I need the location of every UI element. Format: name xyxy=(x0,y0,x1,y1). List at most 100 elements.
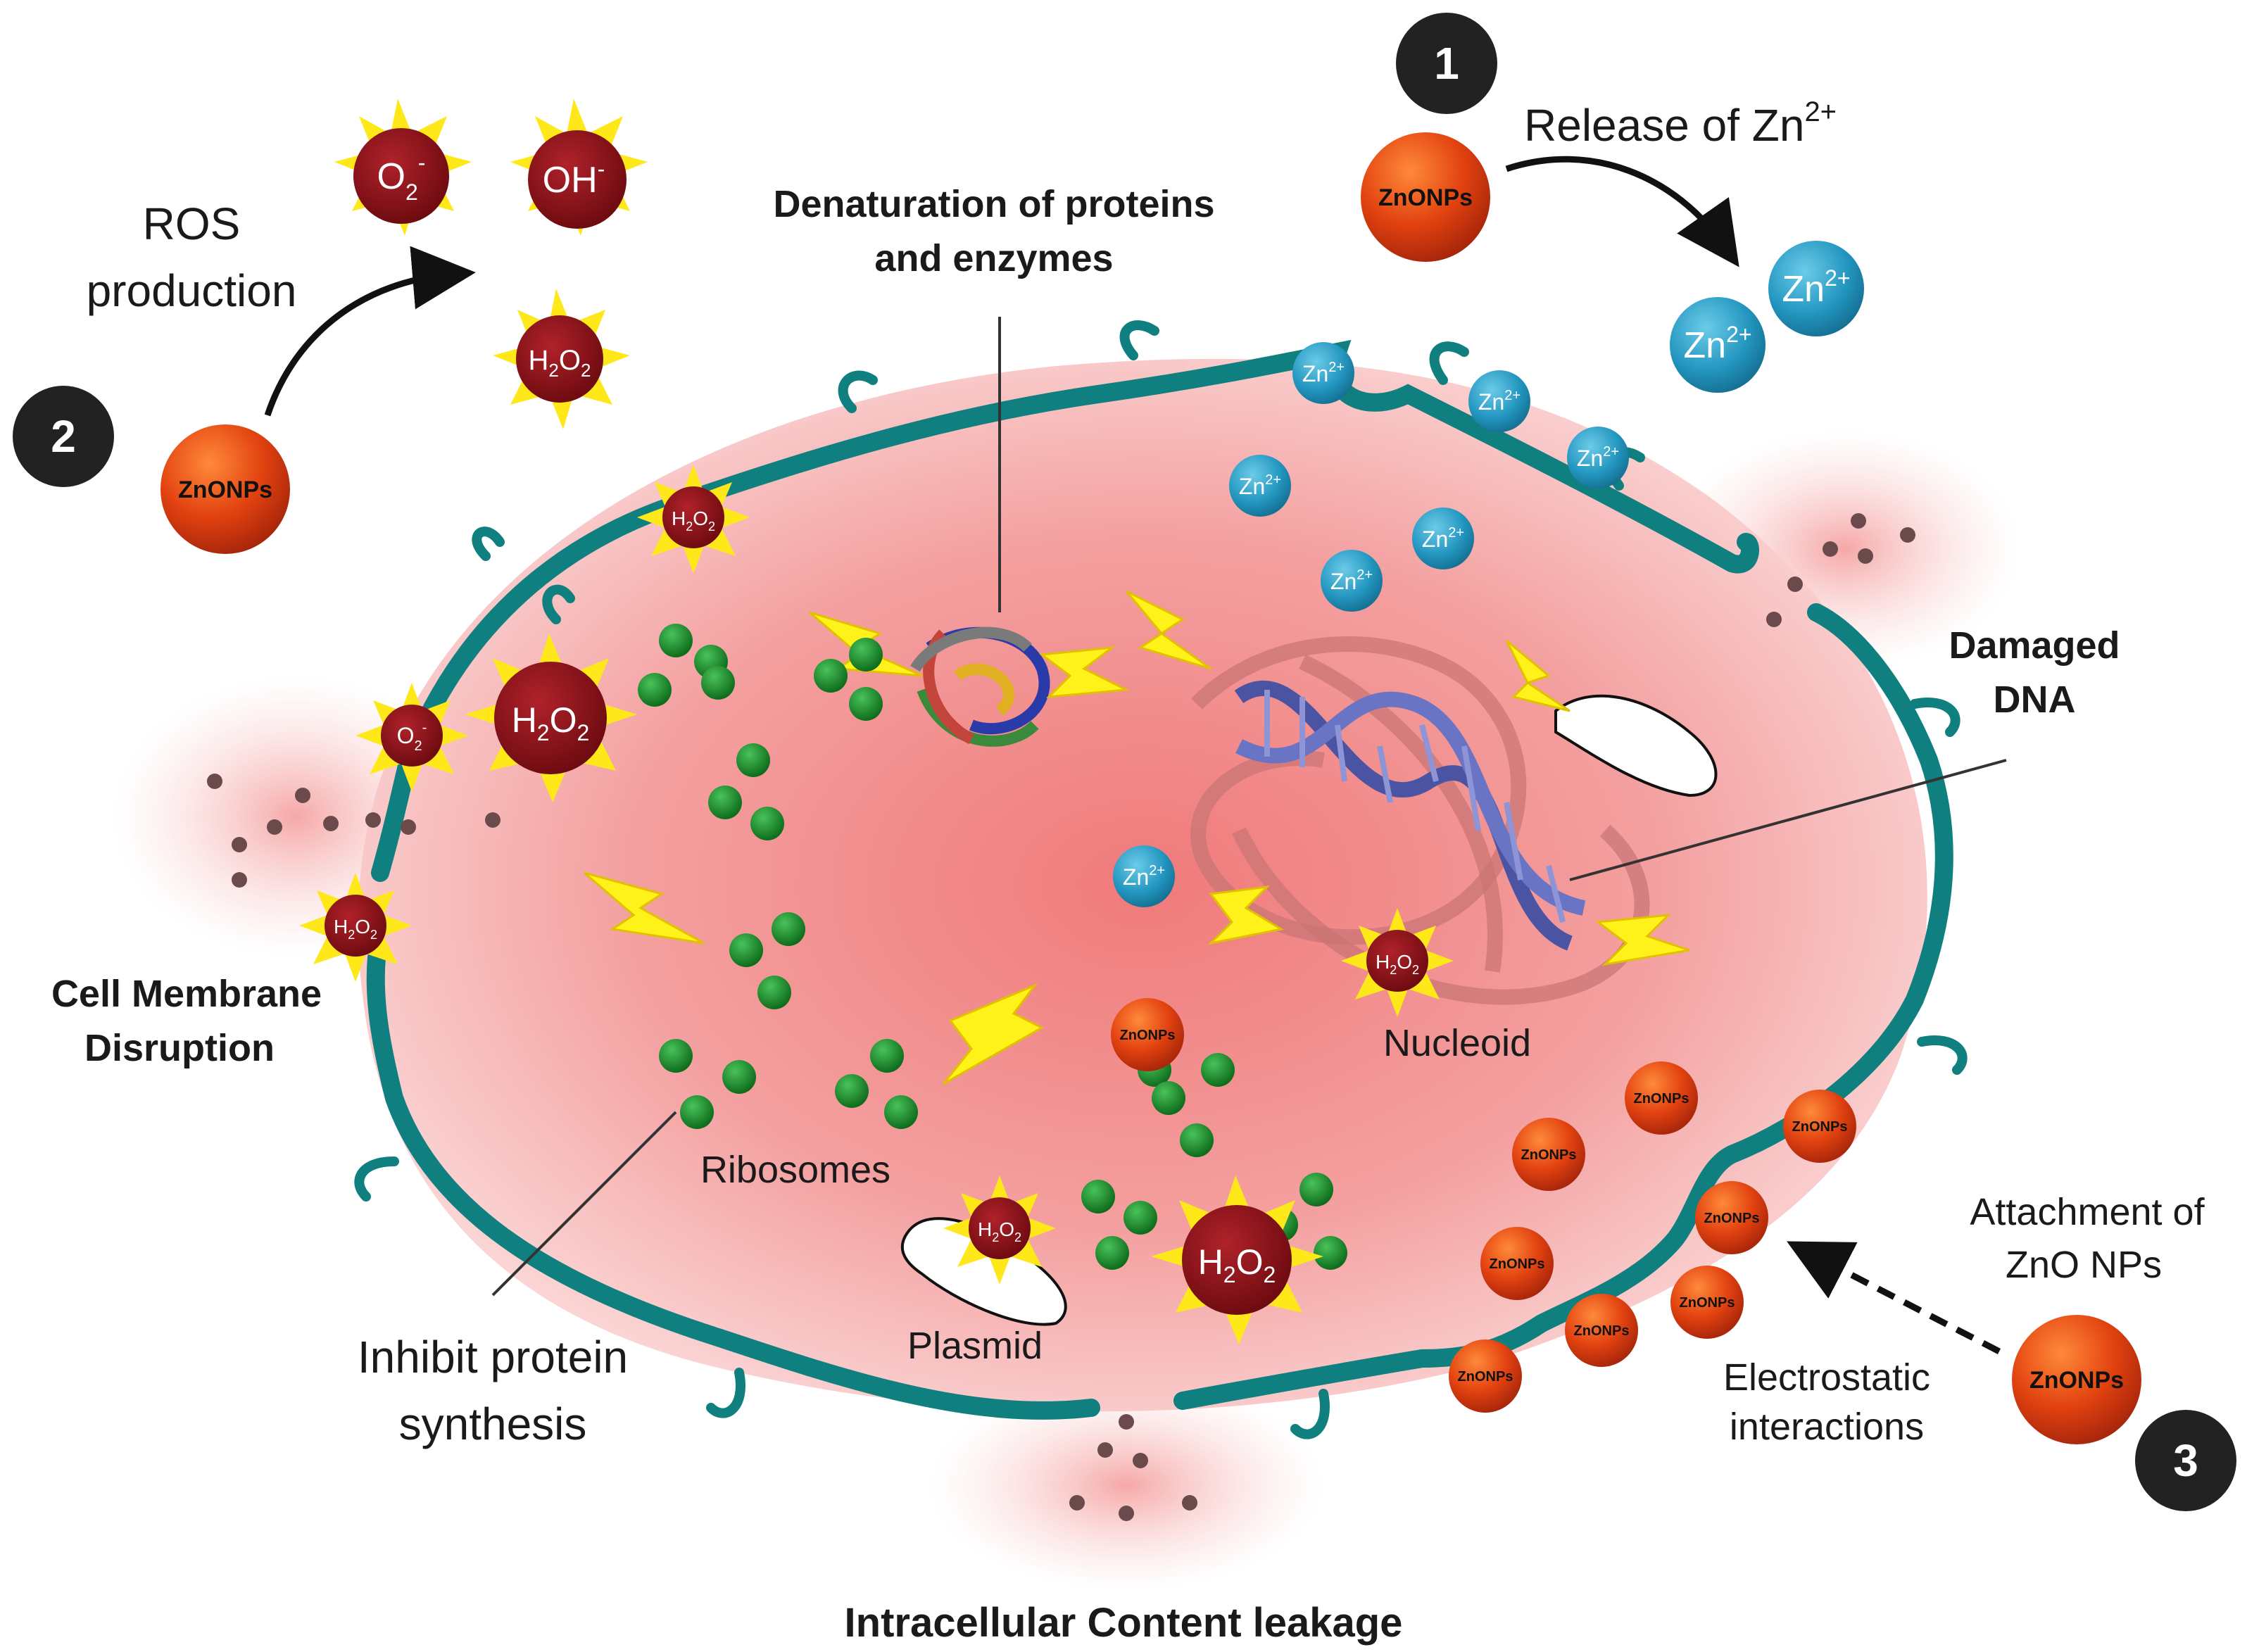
nucleoid-tangle xyxy=(1190,636,1650,1005)
svg-text:Zn2+: Zn2+ xyxy=(1683,322,1751,366)
svg-text:1: 1 xyxy=(1434,38,1459,89)
zinc-ion: Zn2+ xyxy=(1113,845,1175,907)
zinc-ion: Zn2+ xyxy=(1567,427,1629,488)
leakage-cloud-bottom xyxy=(929,1380,1323,1591)
svg-text:Zn2+: Zn2+ xyxy=(1330,567,1373,594)
dna-double-helix xyxy=(1234,681,1586,951)
step-badge-1: 1 xyxy=(1396,13,1497,114)
denaturation-label-line2: and enzymes xyxy=(874,237,1113,279)
release-zn-label: Release of Zn2+ xyxy=(1524,96,1837,151)
svg-text:ZnONPs: ZnONPs xyxy=(1521,1147,1577,1163)
zno-nanoparticle: ZnONPs xyxy=(1565,1294,1638,1367)
hydrogen-peroxide: H2O2 xyxy=(299,873,412,982)
hydrogen-peroxide: H2O2 xyxy=(637,465,750,574)
hydrogen-peroxide: H2O2 xyxy=(493,289,630,429)
ros-production-label-line2: production xyxy=(87,265,297,316)
zinc-ion: Zn2+ xyxy=(1768,241,1864,336)
svg-text:ZnONPs: ZnONPs xyxy=(1458,1369,1513,1385)
svg-text:H2O2: H2O2 xyxy=(672,507,715,534)
svg-text:2: 2 xyxy=(51,411,76,462)
svg-text:H2O2: H2O2 xyxy=(978,1218,1021,1244)
zinc-ion: Zn2+ xyxy=(1670,297,1766,393)
attachment-label-line1: Attachment of xyxy=(1970,1191,2205,1233)
hydrogen-peroxide: H2O2 xyxy=(1341,908,1454,1017)
nucleoid-label: Nucleoid xyxy=(1383,1022,1531,1064)
denaturation-label-line1: Denaturation of proteins xyxy=(773,183,1214,225)
zno-nanoparticle: ZnONPs xyxy=(160,424,290,554)
zno-nanoparticle: ZnONPs xyxy=(1670,1266,1744,1339)
superoxide-radical: O2- xyxy=(334,99,472,236)
zno-nanoparticle: ZnONPs xyxy=(1625,1061,1698,1135)
ribosome-group xyxy=(638,624,1347,1270)
svg-text:Zn2+: Zn2+ xyxy=(1239,472,1281,499)
svg-text:H2O2: H2O2 xyxy=(1198,1242,1276,1287)
zinc-ion: Zn2+ xyxy=(1412,507,1474,569)
ros-arrow xyxy=(264,246,476,417)
attachment-label-line2: ZnO NPs xyxy=(2006,1244,2162,1286)
content-leakage-label: Intracellular Content leakage xyxy=(845,1600,1403,1646)
svg-text:Zn2+: Zn2+ xyxy=(1123,863,1165,890)
connector-lines xyxy=(491,317,2007,1297)
svg-text:O2-: O2- xyxy=(397,720,427,754)
svg-text:ZnONPs: ZnONPs xyxy=(1490,1256,1545,1272)
cell-membrane xyxy=(366,339,1953,1420)
zno-nanoparticle: ZnONPs xyxy=(1111,998,1184,1071)
svg-text:Zn2+: Zn2+ xyxy=(1422,525,1464,552)
zno-nanoparticle: ZnONPs xyxy=(2012,1315,2141,1444)
membrane-disruption-label-line2: Disruption xyxy=(84,1027,275,1069)
superoxide-radical: O2- xyxy=(355,683,468,792)
oxidative-stress-bolts xyxy=(584,590,1690,1085)
ros-production-label-line1: ROS xyxy=(143,198,241,249)
svg-text:Zn2+: Zn2+ xyxy=(1302,360,1345,386)
leaked-content-dots xyxy=(207,513,1915,1521)
membrane-disruption-label-line1: Cell Membrane xyxy=(51,973,322,1015)
ribosomes-label: Ribosomes xyxy=(700,1149,890,1191)
denatured-protein-tangle xyxy=(910,626,1050,747)
svg-text:H2O2: H2O2 xyxy=(334,916,377,942)
svg-text:H2O2: H2O2 xyxy=(1376,951,1419,977)
svg-text:Zn2+: Zn2+ xyxy=(1478,388,1521,415)
svg-text:ZnONPs: ZnONPs xyxy=(1378,184,1473,211)
zno-nanoparticle: ZnONPs xyxy=(1695,1181,1768,1254)
svg-text:ZnONPs: ZnONPs xyxy=(1634,1091,1689,1106)
zinc-ion: Zn2+ xyxy=(1229,455,1291,517)
step-badge-3: 3 xyxy=(2135,1410,2236,1511)
svg-text:ZnONPs: ZnONPs xyxy=(1120,1028,1176,1043)
svg-text:3: 3 xyxy=(2173,1435,2198,1486)
damaged-dna-label-line1: Damaged xyxy=(1949,624,2120,667)
svg-text:ZnONPs: ZnONPs xyxy=(1792,1119,1848,1135)
zno-nanoparticle: ZnONPs xyxy=(1361,132,1490,262)
step-badge-2: 2 xyxy=(13,386,114,487)
inhibit-protein-label-line2: synthesis xyxy=(399,1399,587,1449)
svg-text:O2-: O2- xyxy=(377,150,426,205)
attachment-arrow xyxy=(1787,1241,2001,1354)
zno-nanoparticle: ZnONPs xyxy=(1783,1090,1856,1163)
svg-text:ZnONPs: ZnONPs xyxy=(1574,1323,1630,1339)
zinc-ion: Zn2+ xyxy=(1292,342,1354,404)
electrostatic-label-line2: interactions xyxy=(1730,1406,1924,1448)
zno-nanoparticle: ZnONPs xyxy=(1512,1118,1585,1191)
hydrogen-peroxide: H2O2 xyxy=(943,1175,1056,1285)
svg-text:Zn2+: Zn2+ xyxy=(1577,444,1619,471)
zinc-ion: Zn2+ xyxy=(1321,550,1383,612)
vesicle-upper-right xyxy=(1554,694,1718,797)
svg-text:ZnONPs: ZnONPs xyxy=(1704,1211,1760,1226)
inhibit-protein-label-line1: Inhibit protein xyxy=(358,1332,628,1382)
svg-text:ZnONPs: ZnONPs xyxy=(178,477,272,503)
zno-nanoparticle: ZnONPs xyxy=(1480,1227,1554,1300)
hydroxyl-radical: OH- xyxy=(510,99,648,236)
svg-text:Zn2+: Zn2+ xyxy=(1782,265,1850,310)
damaged-dna-label-line2: DNA xyxy=(1994,679,2076,721)
plasmid-label: Plasmid xyxy=(907,1325,1043,1367)
svg-text:H2O2: H2O2 xyxy=(512,700,590,745)
zn-release-arrow xyxy=(1505,156,1739,267)
hydrogen-peroxide: H2O2 xyxy=(1151,1175,1323,1344)
svg-text:ZnONPs: ZnONPs xyxy=(2029,1367,2124,1394)
electrostatic-label-line1: Electrostatic xyxy=(1723,1356,1930,1399)
zinc-ion: Zn2+ xyxy=(1468,370,1530,432)
hydrogen-peroxide: H2O2 xyxy=(465,633,637,802)
svg-text:H2O2: H2O2 xyxy=(529,345,591,381)
zno-nanoparticle: ZnONPs xyxy=(1449,1339,1522,1413)
svg-text:OH-: OH- xyxy=(543,156,605,201)
